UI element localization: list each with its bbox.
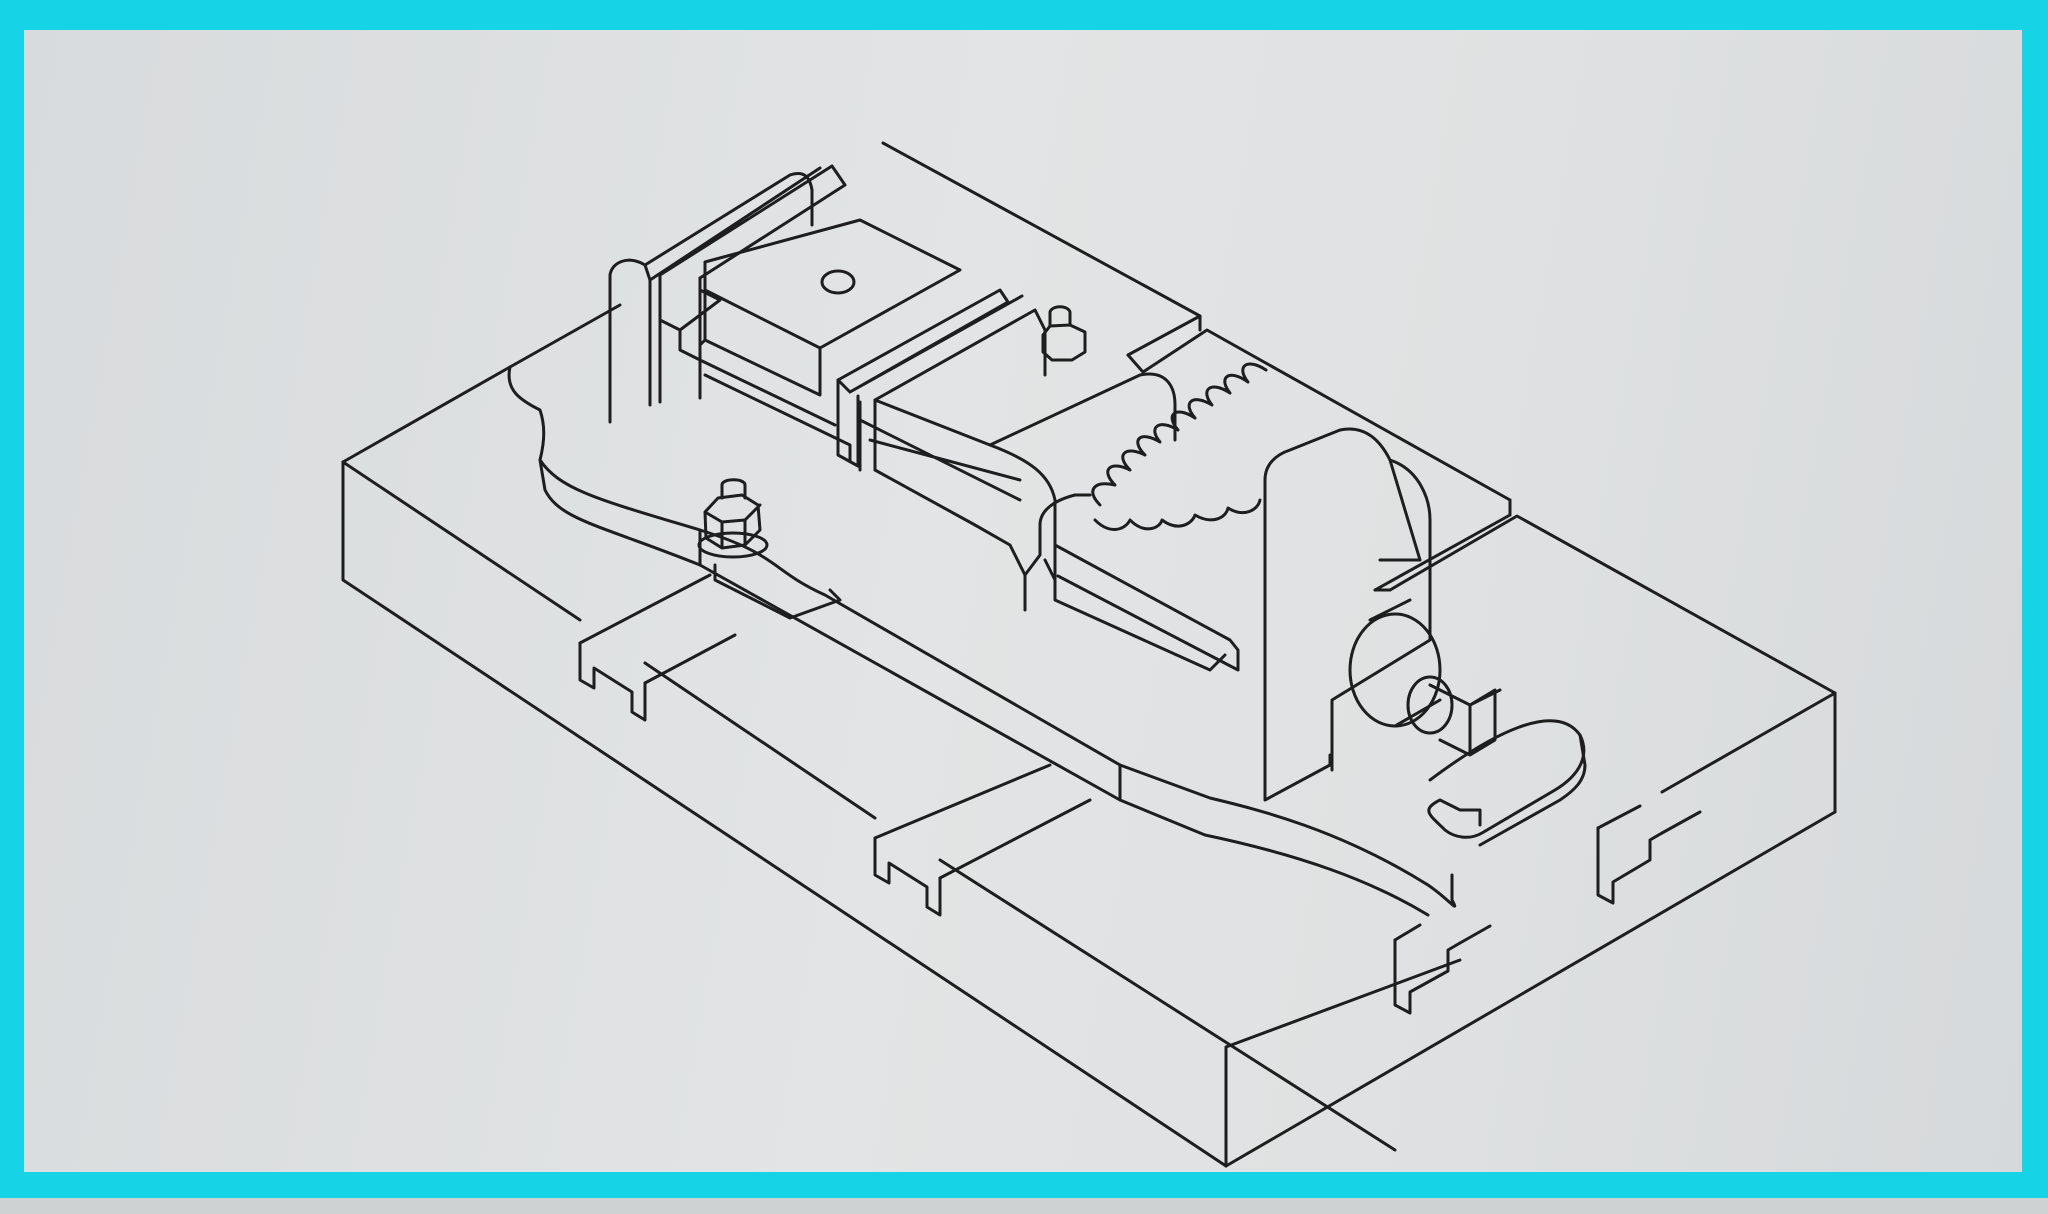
screw-thread-2 <box>1093 498 1262 531</box>
handle-shaft <box>1406 675 1502 757</box>
bolt-stud-back <box>1048 305 1072 328</box>
vice-base-right-lobe-lower <box>1478 733 1587 847</box>
movable-jaw <box>836 288 1227 672</box>
slide-bolt-head <box>820 269 856 295</box>
end-bracket-right-edge <box>1330 458 1432 772</box>
table-front-right-face <box>1224 691 1837 1168</box>
bottom-strip <box>0 1198 2048 1214</box>
fixed-jaw <box>608 164 847 424</box>
vice-slide <box>698 218 962 462</box>
table-front-left-face <box>341 460 1228 1168</box>
end-bracket-body <box>1263 427 1422 802</box>
detail-line-2 <box>1118 558 1422 802</box>
vice-base-lower-edge <box>538 458 1430 917</box>
table-right-block-3 <box>1388 514 1837 794</box>
clamp-bolt-back <box>1041 305 1087 362</box>
end-bracket <box>1263 427 1442 802</box>
shaft-collar <box>1406 675 1454 735</box>
slide-rail-lines <box>698 358 852 462</box>
t-slot-1 <box>578 641 647 722</box>
bolt-stud-front <box>720 478 747 500</box>
washer-front <box>697 531 769 559</box>
slide-top-face <box>703 218 962 350</box>
end-bracket-boss-ring <box>1368 598 1442 728</box>
fixed-jaw-insert <box>658 288 722 362</box>
movable-jaw-top-curve <box>873 372 1177 582</box>
detail-line-1 <box>858 418 1022 502</box>
slot-line-top-2 <box>873 763 1092 880</box>
slide-front <box>698 288 822 397</box>
fixed-jaw-plate-top <box>648 164 847 282</box>
slot-line-top-1 <box>578 573 737 685</box>
border-bottom <box>0 1172 2048 1198</box>
movable-jaw-plate-top <box>836 288 1024 394</box>
table-right-block-1 <box>881 141 1202 357</box>
border-top <box>0 0 2048 30</box>
lead-screw <box>1053 362 1268 672</box>
shaft-square <box>1428 683 1502 757</box>
border-right <box>2022 0 2048 1214</box>
slotted-table <box>341 141 1837 1168</box>
fixed-jaw-plate-front <box>658 273 702 404</box>
screw-guide-bar <box>1053 543 1240 672</box>
vice-base-right-lobe <box>1427 719 1586 839</box>
t-slot-2 <box>873 836 942 917</box>
fixed-jaw-body <box>608 172 814 424</box>
table-top-front-edge <box>341 460 1462 1152</box>
vice-base-outline <box>507 303 1457 908</box>
movable-jaw-nose <box>1023 493 1092 577</box>
slot-line-top-3 <box>1393 923 1492 945</box>
screw-thread <box>1091 362 1268 507</box>
slot-line-back <box>1126 353 1392 592</box>
border-left <box>0 0 24 1200</box>
nut-front <box>703 493 762 550</box>
table-right-edge <box>1508 498 1837 814</box>
t-slot-3 <box>1393 938 1462 1015</box>
table-top-left-edge <box>341 365 512 464</box>
movable-jaw-plate-front <box>836 378 877 472</box>
nut-back <box>1041 323 1087 362</box>
t-slot-4 <box>1596 826 1664 905</box>
clamp-bolt-front <box>697 478 769 559</box>
movable-jaw-block <box>1043 558 1227 672</box>
slot-line-top-4 <box>1596 804 1702 835</box>
movable-jaw-body <box>873 308 1047 612</box>
